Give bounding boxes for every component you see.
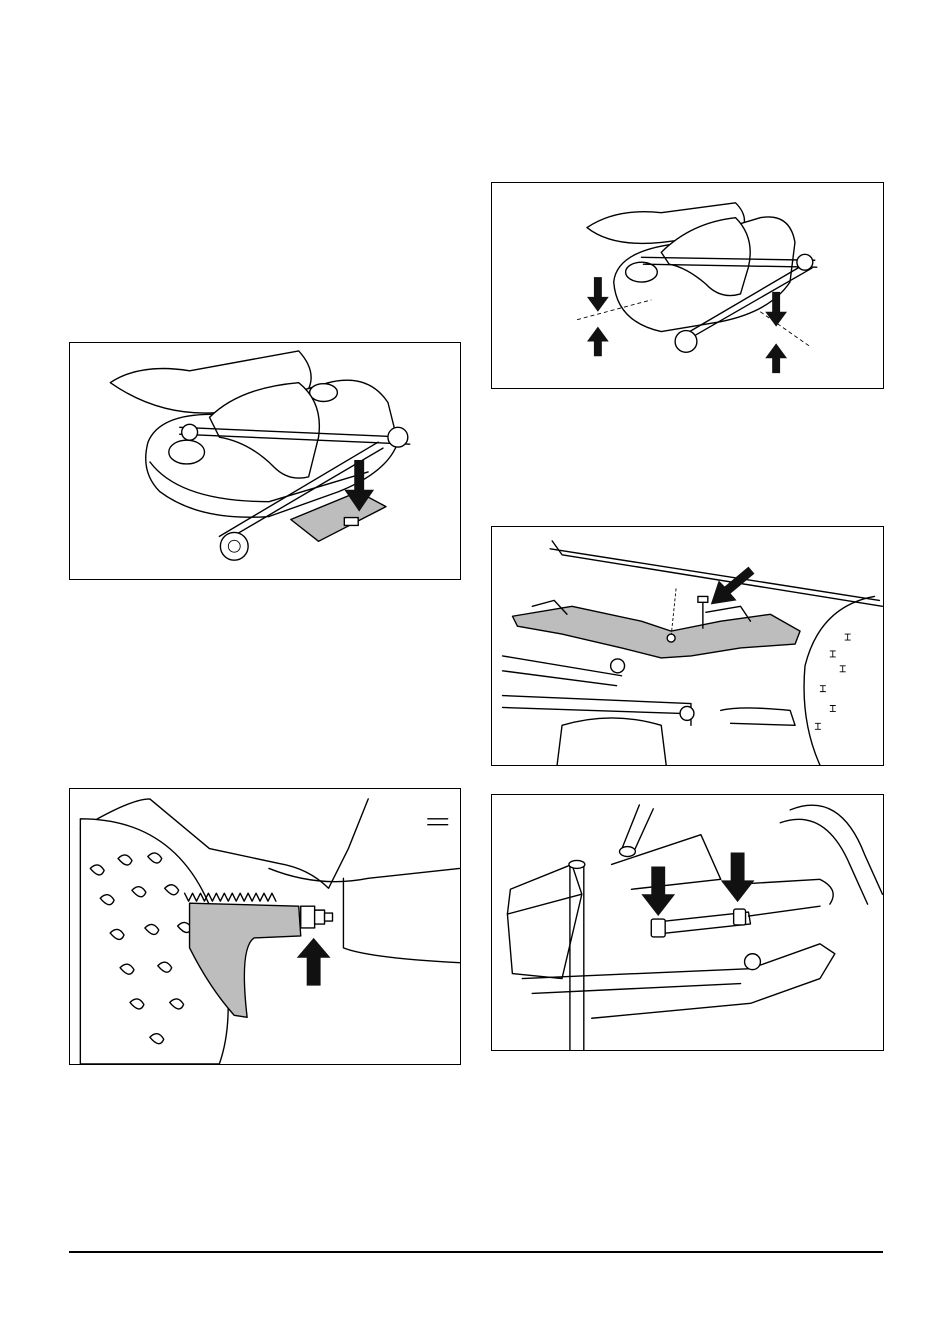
wheel-bracket-illustration (70, 789, 460, 1064)
figure-deck-level-adjustment (491, 182, 884, 389)
blade-chain-illustration (492, 527, 883, 765)
down-arrow-icon (587, 277, 609, 312)
up-arrow-icon (587, 327, 609, 357)
figure-blade-chain (491, 526, 884, 766)
figure-link-rod-nuts (491, 794, 884, 1051)
deck-level-illustration (492, 183, 883, 388)
figure-wheel-bracket (69, 788, 461, 1065)
figure-mower-deck-on-board (69, 342, 461, 580)
up-arrow-icon (297, 938, 331, 986)
down-arrow-icon (641, 866, 675, 916)
footer-divider (69, 1251, 883, 1253)
down-arrow-icon (721, 853, 755, 903)
mower-deck-illustration (70, 343, 460, 579)
up-arrow-icon (765, 343, 787, 373)
link-rod-illustration (492, 795, 883, 1050)
diagonal-arrow-icon (711, 567, 755, 605)
